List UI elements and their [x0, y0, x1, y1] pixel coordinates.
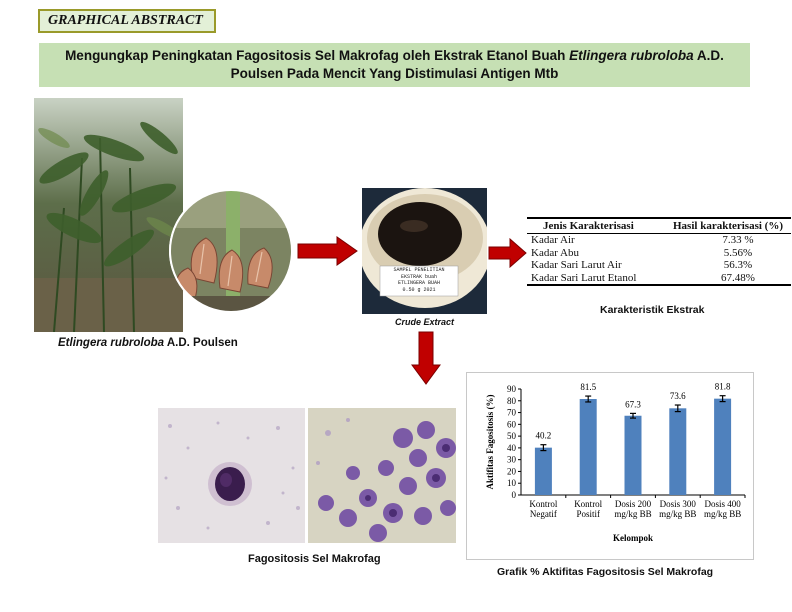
title-species: Etlingera rubroloba: [569, 48, 694, 63]
jar-label-line: 0.50 g 2021: [402, 286, 436, 293]
bar: [534, 447, 552, 495]
table-cell: 56.3%: [723, 259, 753, 271]
microscopy-photo-cluster: [308, 408, 456, 543]
x-tick-label: mg/kg BB: [659, 509, 696, 519]
x-tick-label: mg/kg BB: [614, 509, 651, 519]
macrophage-cluster-illustration: [308, 408, 456, 543]
bar: [714, 398, 732, 495]
macrophage-illustration: [158, 408, 305, 543]
data-label: 81.5: [580, 382, 596, 392]
table-header-cell: Jenis Karakterisasi: [527, 217, 665, 234]
y-axis-label: Aktifitas Fagositosis (%): [485, 395, 495, 490]
x-tick-label: Negatif: [530, 509, 557, 519]
table-cell: 7.33 %: [722, 234, 754, 246]
table-cell: Kadar Sari Larut Air: [531, 259, 622, 271]
x-tick-label: Dosis 200: [615, 499, 652, 509]
microscopy-photo-single: [158, 408, 305, 543]
plant-photo: [34, 98, 183, 332]
characteristics-caption: Karakteristik Ekstrak: [600, 304, 705, 316]
graphical-abstract-label: GRAPHICAL ABSTRACT: [38, 9, 216, 33]
y-tick-label: 50: [507, 431, 517, 441]
plant-caption: Etlingera rubroloba A.D. Poulsen: [58, 337, 238, 349]
x-tick-label: Kontrol: [574, 499, 602, 509]
characteristics-table: Jenis Karakterisasi Hasil karakterisasi …: [527, 217, 791, 286]
table-cell: 67.48%: [665, 271, 791, 286]
table-cell: 5.56%: [723, 246, 753, 259]
data-label: 73.6: [670, 391, 686, 401]
arrow-right-icon: [297, 236, 358, 266]
title-text-b: A.D.: [693, 48, 724, 63]
plant-caption-species: Etlingera rubroloba: [58, 337, 165, 349]
table-header-cell: Hasil karakterisasi (%): [665, 217, 791, 234]
y-tick-label: 70: [507, 408, 517, 418]
jar-label-line: EKSTRAK buah: [400, 273, 437, 280]
title-line-1: Mengungkap Peningkatan Fagositosis Sel M…: [39, 47, 750, 65]
y-tick-label: 90: [507, 384, 517, 394]
plant-caption-author: A.D. Poulsen: [164, 337, 238, 349]
y-tick-label: 20: [507, 466, 517, 476]
table-cell: Kadar Sari Larut Etanol: [527, 271, 665, 286]
table-row: Kadar Sari Larut Etanol 67.48%: [527, 271, 791, 286]
x-tick-label: mg/kg BB: [704, 509, 741, 519]
characteristics-table-wrap: Jenis Karakterisasi Hasil karakterisasi …: [527, 217, 791, 286]
table-header-row: Jenis Karakterisasi Hasil karakterisasi …: [527, 217, 791, 234]
y-tick-label: 10: [507, 478, 517, 488]
x-tick-label: Dosis 400: [704, 499, 741, 509]
x-tick-label: Kontrol: [529, 499, 557, 509]
title-text-a: Mengungkap Peningkatan Fagositosis Sel M…: [65, 48, 570, 63]
title-line-2: Poulsen Pada Mencit Yang Distimulasi Ant…: [230, 66, 559, 81]
y-tick-label: 30: [507, 455, 517, 465]
y-tick-label: 60: [507, 419, 517, 429]
microscopy-caption: Fagositosis Sel Makrofag: [248, 553, 381, 565]
title-banner: Mengungkap Peningkatan Fagositosis Sel M…: [39, 43, 750, 87]
table-row: Kadar Abu 5.56%: [527, 247, 791, 260]
plant-photo-illustration: [34, 98, 183, 332]
y-tick-label: 0: [512, 490, 517, 500]
fruit-photo-illustration: [169, 189, 293, 313]
table-row: Kadar Sari Larut Air 56.3%: [527, 259, 791, 272]
table-row: Kadar Air 7.33 %: [527, 234, 791, 247]
bar: [624, 415, 642, 495]
jar-label-line: ETLINGERA BUAH: [397, 280, 440, 286]
bar: [579, 399, 597, 495]
crude-extract-caption: Crude Extract: [394, 317, 455, 327]
table-cell: Kadar Abu: [531, 246, 579, 259]
arrow-right-icon: [488, 238, 527, 268]
x-tick-label: Dosis 300: [660, 499, 697, 509]
arrow-down-icon: [411, 331, 441, 385]
y-tick-label: 80: [507, 396, 517, 406]
bar: [669, 408, 687, 495]
x-tick-label: Positif: [576, 509, 600, 519]
table-cell: Kadar Air: [531, 234, 575, 246]
jar-label: SAMPEL PENELITIAN EKSTRAK buah ETLINGERA…: [380, 267, 458, 293]
chart-caption: Grafik % Aktifitas Fagositosis Sel Makro…: [497, 566, 714, 578]
data-label: 81.8: [715, 382, 731, 392]
crude-extract-photo: SAMPEL PENELITIAN EKSTRAK buah ETLINGERA…: [362, 188, 487, 314]
data-label: 67.3: [625, 399, 641, 409]
fruit-photo: [168, 188, 294, 314]
x-axis-label: Kelompok: [613, 533, 653, 543]
y-tick-label: 40: [507, 443, 517, 453]
extract-jar-illustration: [362, 188, 487, 314]
jar-label-line: SAMPEL PENELITIAN: [393, 267, 445, 273]
data-label: 40.2: [536, 431, 552, 441]
